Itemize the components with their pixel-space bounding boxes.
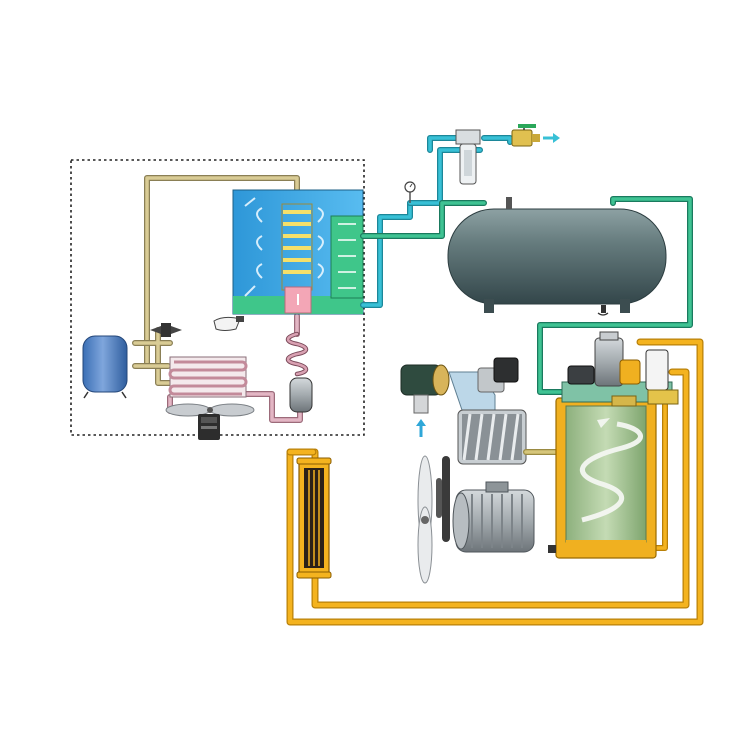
separator-swirl-arrow-icon — [579, 418, 643, 523]
air-receiver-tank — [447, 197, 667, 316]
condenser-fan — [165, 403, 255, 417]
electric-motor — [452, 481, 535, 553]
air-outlet-arrow-icon — [543, 133, 560, 143]
refrigerant-lines — [132, 175, 300, 386]
screw-air-end — [457, 409, 527, 465]
outlet-ball-valve — [511, 124, 540, 147]
pressure-gauge — [404, 181, 416, 203]
refrigerant-condenser — [168, 356, 248, 398]
intake-air-filter — [400, 364, 450, 414]
hot-gas-coil — [285, 331, 309, 377]
air-receiver-lines — [360, 196, 693, 395]
expansion-valve — [150, 323, 182, 337]
cooling-fan — [417, 455, 433, 584]
condensate-drain — [213, 316, 244, 331]
refrigerant-compressor — [198, 414, 220, 440]
intake-valve — [448, 357, 519, 411]
dryer-enclosure — [70, 159, 365, 436]
drive-belt — [436, 456, 450, 542]
oil-separator-tank — [548, 397, 657, 559]
oil-cooler — [296, 457, 332, 579]
air-intake-arrow-icon — [416, 419, 426, 437]
refrigerant-receiver — [82, 335, 128, 399]
heat-exchanger — [232, 189, 364, 315]
separator-head-assembly — [561, 331, 679, 407]
air-line-filter — [455, 129, 481, 185]
refrigerant-accumulator — [289, 377, 313, 413]
